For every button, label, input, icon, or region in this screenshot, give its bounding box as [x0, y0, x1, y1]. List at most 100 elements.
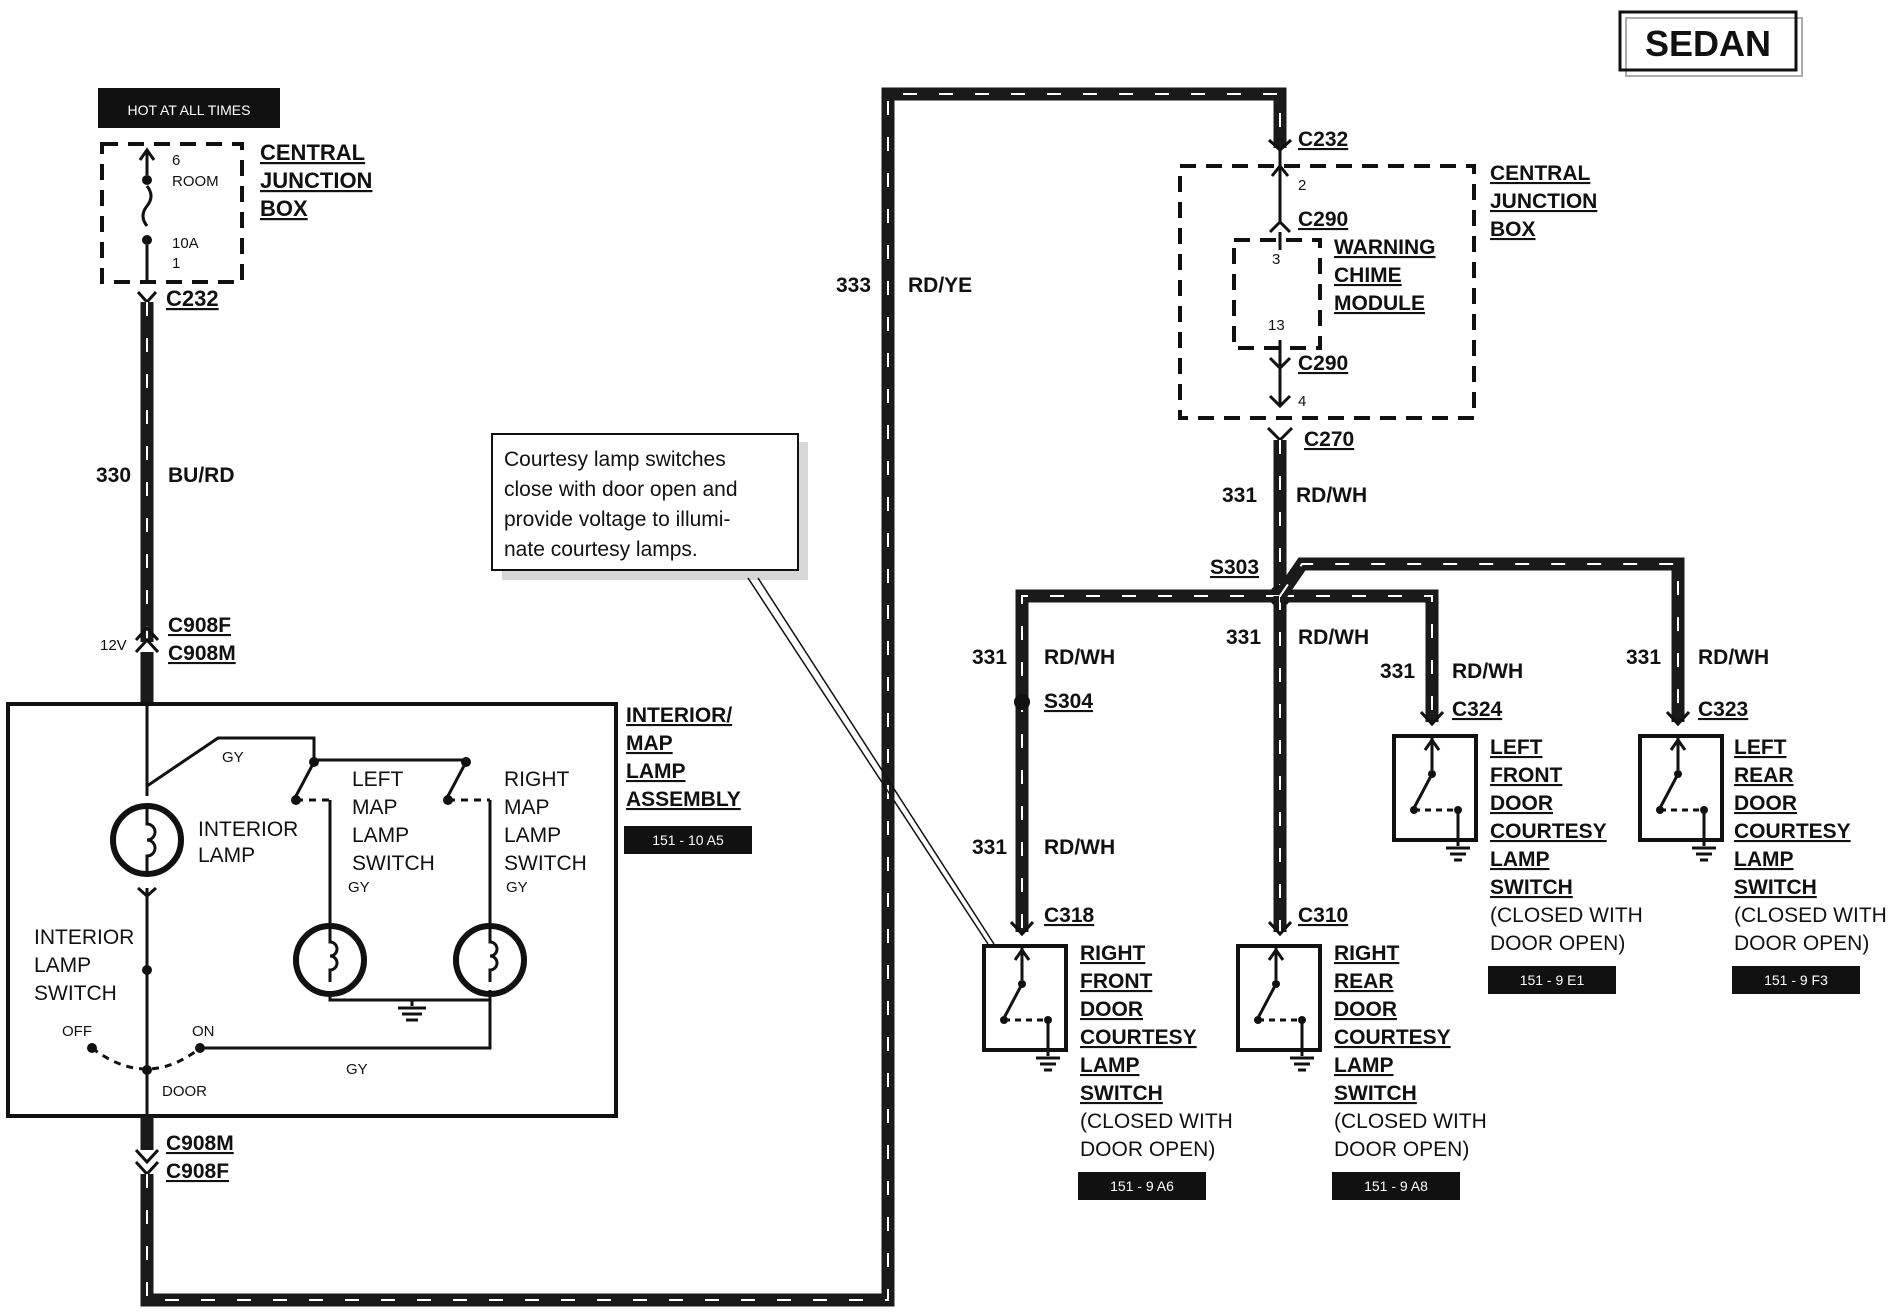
svg-text:SWITCH: SWITCH — [34, 982, 117, 1005]
svg-text:DOOR: DOOR — [1490, 792, 1553, 815]
courtesy-callout: Courtesy lamp switches close with door o… — [491, 433, 995, 945]
svg-text:C908F: C908F — [166, 1160, 229, 1183]
svg-text:GY: GY — [222, 749, 244, 766]
wire-331-branches: S304 331 RD/WH 331 RD/WH 331 RD/WH 331 R… — [972, 557, 1769, 932]
svg-text:MAP: MAP — [352, 796, 398, 819]
svg-text:C908M: C908M — [168, 642, 236, 665]
svg-text:C908M: C908M — [166, 1132, 234, 1155]
svg-text:C232: C232 — [166, 286, 219, 311]
svg-text:RD/WH: RD/WH — [1044, 646, 1115, 669]
splice-s304-dot — [1014, 694, 1030, 710]
svg-text:3: 3 — [1272, 251, 1280, 268]
svg-text:RD/YE: RD/YE — [908, 274, 972, 297]
wire-330: 330 BU/RD — [96, 302, 235, 642]
svg-text:151 - 9 A8: 151 - 9 A8 — [1364, 1178, 1428, 1194]
svg-text:DOOR: DOOR — [1080, 998, 1143, 1021]
svg-text:RD/WH: RD/WH — [1296, 484, 1367, 507]
svg-text:DOOR: DOOR — [1334, 998, 1397, 1021]
svg-text:151 - 10 A5: 151 - 10 A5 — [652, 832, 724, 848]
svg-text:DOOR OPEN): DOOR OPEN) — [1334, 1138, 1469, 1161]
svg-text:(CLOSED WITH: (CLOSED WITH — [1734, 904, 1887, 927]
svg-text:GY: GY — [348, 879, 370, 896]
svg-text:LAMP: LAMP — [352, 824, 409, 847]
sedan-title: SEDAN — [1618, 10, 1803, 77]
svg-text:JUNCTION: JUNCTION — [1490, 190, 1597, 213]
svg-text:FRONT: FRONT — [1080, 970, 1152, 993]
wire-333: 333 RD/YE — [140, 87, 1287, 1307]
svg-text:C323: C323 — [1698, 698, 1748, 721]
svg-text:MAP: MAP — [626, 732, 673, 755]
svg-text:HOT AT ALL TIMES: HOT AT ALL TIMES — [128, 102, 251, 118]
svg-text:DOOR OPEN): DOOR OPEN) — [1080, 1138, 1215, 1161]
page-title: SEDAN — [1645, 23, 1771, 64]
svg-text:331: 331 — [972, 836, 1007, 859]
svg-text:RIGHT: RIGHT — [1080, 942, 1146, 965]
svg-text:Courtesy lamp switches: Courtesy lamp switches — [504, 448, 726, 471]
svg-text:provide voltage to illumi-: provide voltage to illumi- — [504, 508, 730, 531]
svg-text:SWITCH: SWITCH — [1734, 876, 1817, 899]
svg-text:LEFT: LEFT — [1734, 736, 1787, 759]
svg-text:10A: 10A — [172, 235, 199, 252]
svg-text:INTERIOR: INTERIOR — [34, 926, 134, 949]
svg-text:RIGHT: RIGHT — [1334, 942, 1400, 965]
svg-text:SWITCH: SWITCH — [352, 852, 435, 875]
cjb-label-line: CENTRAL — [260, 140, 365, 165]
svg-text:C232: C232 — [1298, 128, 1348, 151]
svg-text:OFF: OFF — [62, 1023, 92, 1040]
svg-text:(CLOSED WITH: (CLOSED WITH — [1080, 1110, 1233, 1133]
svg-text:331: 331 — [972, 646, 1007, 669]
right-front-door-courtesy-lamp-switch: C318 RIGHT FRONT DOOR COURTESY LAMP SWIT… — [982, 904, 1233, 1200]
svg-text:BU/RD: BU/RD — [168, 464, 235, 487]
svg-text:4: 4 — [1298, 393, 1306, 410]
svg-text:SWITCH: SWITCH — [1080, 1082, 1163, 1105]
svg-text:FRONT: FRONT — [1490, 764, 1562, 787]
svg-text:C270: C270 — [1304, 428, 1354, 451]
svg-text:LAMP: LAMP — [1334, 1054, 1394, 1077]
svg-text:LEFT: LEFT — [352, 768, 404, 791]
cjb-label-line: JUNCTION — [260, 168, 372, 193]
svg-text:COURTESY: COURTESY — [1080, 1026, 1197, 1049]
hot-at-all-times-label: HOT AT ALL TIMES — [98, 88, 280, 128]
svg-text:C324: C324 — [1452, 698, 1503, 721]
svg-text:REAR: REAR — [1334, 970, 1394, 993]
svg-text:REAR: REAR — [1734, 764, 1794, 787]
assembly-internal-wiring: GY GY — [34, 704, 587, 1116]
svg-text:C318: C318 — [1044, 904, 1095, 927]
svg-text:6: 6 — [172, 152, 180, 169]
svg-text:LAMP: LAMP — [1490, 848, 1550, 871]
svg-text:SWITCH: SWITCH — [504, 852, 587, 875]
svg-text:GY: GY — [506, 879, 528, 896]
splice-s304: S304 — [1044, 690, 1093, 713]
svg-text:DOOR: DOOR — [1734, 792, 1797, 815]
svg-text:RD/WH: RD/WH — [1298, 626, 1369, 649]
svg-text:LAMP: LAMP — [1080, 1054, 1140, 1077]
svg-text:LAMP: LAMP — [626, 760, 686, 783]
svg-text:(CLOSED WITH: (CLOSED WITH — [1490, 904, 1643, 927]
svg-text:C908F: C908F — [168, 614, 231, 637]
svg-text:151 - 9 E1: 151 - 9 E1 — [1520, 972, 1585, 988]
right-central-junction-box: 2 C290 CENTRAL JUNCTION BOX 3 13 WARNING… — [1178, 150, 1597, 420]
left-front-door-courtesy-lamp-switch: C324 LEFT FRONT DOOR COURTESY LAMP SWITC… — [1392, 698, 1643, 994]
svg-text:LEFT: LEFT — [1490, 736, 1543, 759]
svg-text:SWITCH: SWITCH — [1490, 876, 1573, 899]
svg-text:DOOR OPEN): DOOR OPEN) — [1490, 932, 1625, 955]
svg-text:nate courtesy lamps.: nate courtesy lamps. — [504, 538, 698, 561]
connector-c290-top: C290 — [1298, 208, 1348, 231]
svg-text:GY: GY — [346, 1061, 368, 1078]
svg-text:LAMP: LAMP — [504, 824, 561, 847]
svg-text:151 - 9 A6: 151 - 9 A6 — [1110, 1178, 1174, 1194]
right-rear-door-courtesy-lamp-switch: C310 RIGHT REAR DOOR COURTESY LAMP SWITC… — [1236, 904, 1487, 1200]
svg-text:331: 331 — [1380, 660, 1415, 683]
svg-text:331: 331 — [1626, 646, 1661, 669]
svg-text:MODULE: MODULE — [1334, 292, 1425, 315]
svg-text:LAMP: LAMP — [198, 844, 255, 867]
svg-text:RD/WH: RD/WH — [1452, 660, 1523, 683]
connector-c908-top: 12V C908F C908M — [100, 614, 236, 704]
svg-text:ON: ON — [192, 1023, 215, 1040]
svg-text:DOOR OPEN): DOOR OPEN) — [1734, 932, 1869, 955]
svg-text:LAMP: LAMP — [1734, 848, 1794, 871]
interior-map-lamp-assembly: INTERIOR/ MAP LAMP ASSEMBLY 151 - 10 A5 — [6, 702, 752, 1118]
svg-text:BOX: BOX — [1490, 218, 1536, 241]
svg-text:331: 331 — [1222, 484, 1257, 507]
svg-text:MAP: MAP — [504, 796, 550, 819]
